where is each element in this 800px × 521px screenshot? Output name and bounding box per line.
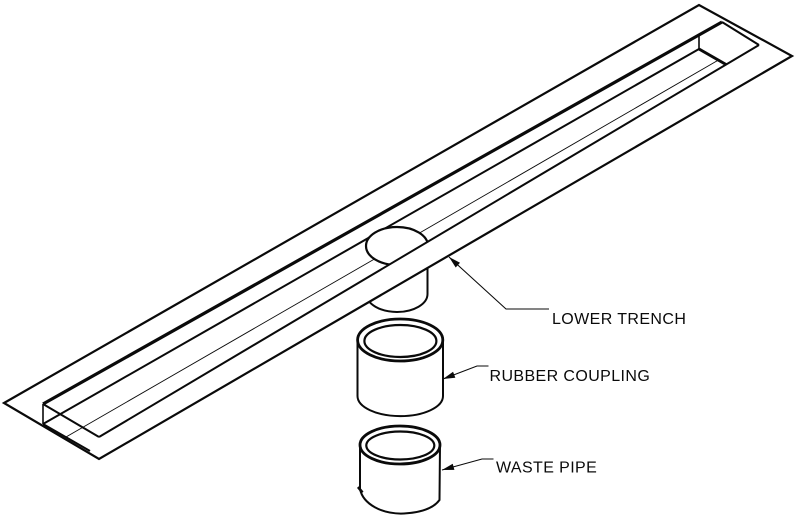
pipe-break-notch	[356, 486, 364, 494]
waste-pipe-leader-line	[441, 458, 494, 471]
trench-inner-rim-near-edge	[98, 44, 760, 438]
coupling-top-rim-outer	[356, 317, 445, 363]
waste-pipe-drawing	[356, 424, 442, 515]
coupling-body-outline	[356, 340, 444, 418]
lower-trench-leader-line	[448, 256, 549, 310]
pipe-top-rim-outer	[358, 424, 442, 466]
lower-trench-arrowhead	[449, 257, 461, 268]
lower-trench-drawing	[1, 3, 795, 461]
lower-trench-callout: LOWER TRENCH	[448, 256, 686, 328]
pipe-top-rim-inner	[365, 430, 436, 461]
rubber-coupling-arrowhead	[443, 371, 456, 379]
rubber-coupling-callout: RUBBER COUPLING	[442, 365, 651, 385]
waste-pipe-arrowhead	[442, 463, 455, 470]
rubber-coupling-leader-line	[442, 365, 489, 380]
trench-outer-outline	[1, 3, 795, 461]
lower-trench-label: LOWER TRENCH	[552, 311, 686, 328]
callouts: LOWER TRENCH RUBBER COUPLING WASTE PIPE	[441, 256, 686, 477]
waste-pipe-callout: WASTE PIPE	[441, 458, 597, 477]
pipe-body-outline	[359, 444, 441, 515]
trench-right-end-floor-edge	[698, 47, 727, 66]
trench-left-end-floor-edge	[42, 423, 91, 452]
rubber-coupling-label: RUBBER COUPLING	[490, 368, 651, 385]
trench-inner-rim-end-edges	[42, 21, 760, 438]
coupling-top-rim-inner	[363, 323, 438, 359]
trench-near-flange-face	[99, 45, 792, 459]
rubber-coupling-drawing	[356, 317, 445, 418]
waste-pipe-label: WASTE PIPE	[496, 460, 597, 477]
trench-floor-centerline	[65, 59, 719, 438]
trench-inner-rim-far-edge	[42, 20, 723, 406]
